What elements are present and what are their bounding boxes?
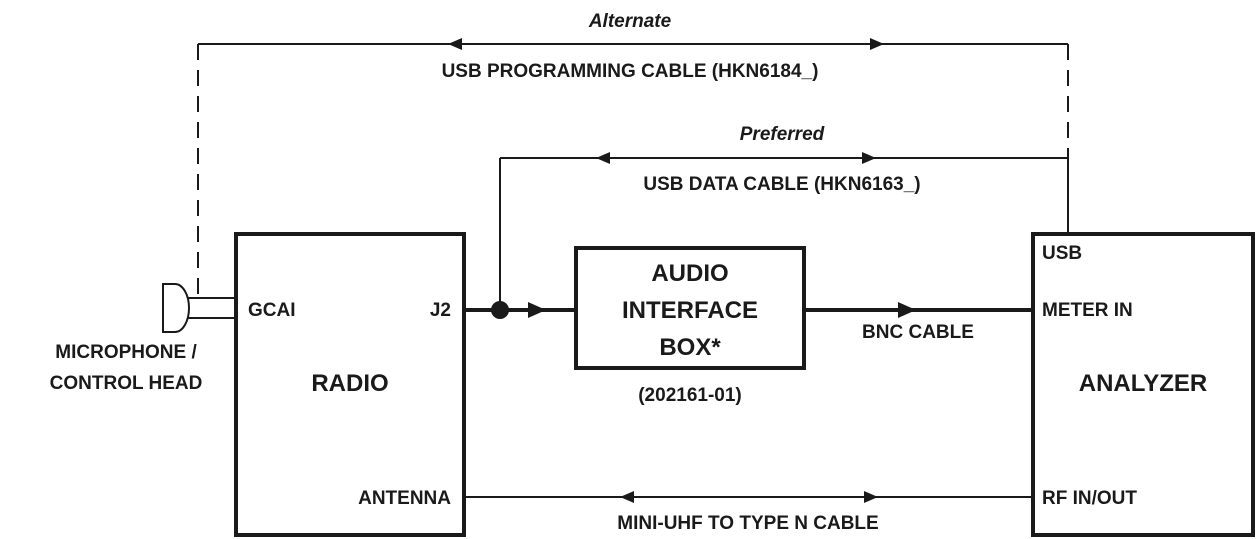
audio-box-line3: BOX* bbox=[659, 334, 721, 361]
audio-interface-box bbox=[574, 246, 806, 370]
arrow-right-icon bbox=[870, 38, 884, 50]
arrow-right-icon bbox=[898, 302, 916, 318]
usb-data-cable bbox=[499, 152, 1069, 310]
usb-programming-cable bbox=[197, 38, 1069, 298]
mini-uhf-cable-label: MINI-UHF TO TYPE N CABLE bbox=[617, 513, 878, 534]
audio-box-line1: AUDIO bbox=[651, 260, 728, 287]
microphone-label-line2: CONTROL HEAD bbox=[50, 373, 203, 394]
microphone-icon bbox=[162, 283, 236, 333]
analyzer-port-usb: USB bbox=[1042, 243, 1082, 264]
mini-uhf-cable bbox=[464, 491, 1033, 503]
arrow-left-icon bbox=[448, 38, 462, 50]
bnc-cable-label: BNC CABLE bbox=[862, 322, 974, 343]
analyzer-port-meter-in: METER IN bbox=[1042, 300, 1133, 321]
arrow-right-icon bbox=[862, 152, 876, 164]
radio-port-gcai: GCAI bbox=[248, 300, 296, 321]
usb-data-cable-label: USB DATA CABLE (HKN6163_) bbox=[643, 174, 920, 195]
usb-programming-cable-label: USB PROGRAMMING CABLE (HKN6184_) bbox=[442, 61, 819, 82]
analyzer-port-rf: RF IN/OUT bbox=[1042, 488, 1137, 509]
radio-box bbox=[234, 232, 466, 537]
audio-box-line2: INTERFACE bbox=[622, 297, 758, 324]
arrow-left-icon bbox=[620, 491, 634, 503]
radio-title: RADIO bbox=[311, 370, 388, 397]
arrow-right-icon bbox=[864, 491, 878, 503]
bnc-cable bbox=[804, 302, 1033, 318]
radio-to-audio-box-link bbox=[464, 301, 576, 319]
arrow-right-icon bbox=[528, 302, 546, 318]
microphone-label-line1: MICROPHONE / bbox=[55, 342, 197, 363]
radio-port-j2: J2 bbox=[430, 300, 451, 321]
arrow-left-icon bbox=[596, 152, 610, 164]
radio-port-antenna: ANTENNA bbox=[358, 488, 451, 509]
alternate-label: Alternate bbox=[588, 11, 672, 32]
audio-box-part-number: (202161-01) bbox=[638, 385, 742, 406]
analyzer-title: ANALYZER bbox=[1079, 370, 1207, 397]
preferred-label: Preferred bbox=[740, 124, 825, 145]
analyzer-box bbox=[1031, 232, 1255, 537]
junction-dot bbox=[491, 301, 509, 319]
